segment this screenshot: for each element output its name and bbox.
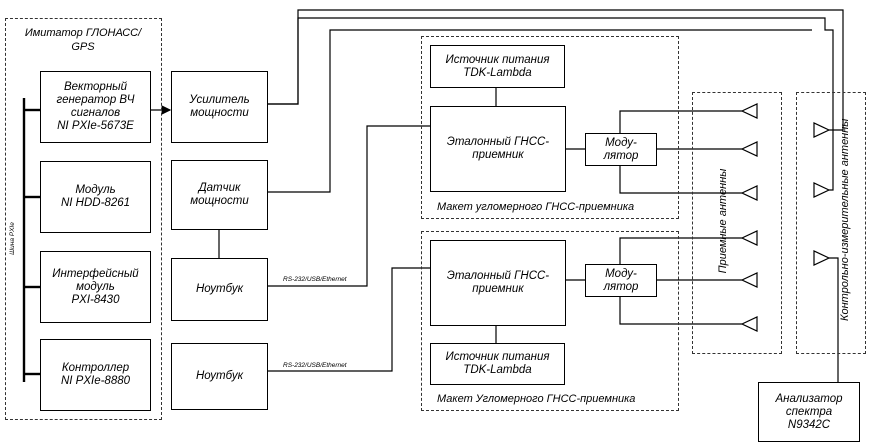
link-label-1: RS-232/USB/Ethernet: [283, 276, 347, 283]
link-label-2: RS-232/USB/Ethernet: [283, 362, 347, 369]
sensor-line: [268, 29, 812, 193]
spectrum-analyzer-block: Анализатор спектра N9342C: [758, 382, 860, 442]
laptop1-to-receiver1-line: [268, 125, 432, 287]
receive-antenna-icon: [740, 230, 758, 246]
receive-antenna-icon: [740, 185, 758, 201]
control-antenna-icon: [813, 122, 831, 138]
modulator-2-block: Моду- лятор: [585, 264, 657, 297]
receive-antennas-container: [692, 92, 782, 354]
control-antenna-icon: [813, 250, 831, 266]
mockup1-container: [421, 36, 679, 219]
simulator-title: Имитатор ГЛОНАСС/ GPS: [24, 27, 142, 53]
receive-antenna-icon: [740, 141, 758, 157]
interface-block: Интерфейсный модуль PXI-8430: [40, 251, 151, 323]
generator-block: Векторный генератор ВЧ сигналов NI PXIe-…: [40, 71, 151, 143]
receive-antenna-icon: [740, 103, 758, 119]
mockup2-caption: Макет Угломерного ГНСС-приемника: [437, 393, 636, 405]
analyzer-line: [829, 257, 839, 382]
receive-antenna-icon: [740, 272, 758, 288]
laptop2-block: Ноутбук: [171, 343, 268, 410]
amp-to-control-antenna-mid: [268, 17, 834, 191]
control-antennas-label: Контрольно-измерительные антенны: [839, 118, 851, 321]
receive-antennas-label: Приемные антенны: [717, 168, 729, 274]
laptop2-to-receiver2-line: [268, 267, 432, 372]
mockup1-caption: Макет угломерного ГНСС-приемника: [437, 201, 635, 213]
controller-block: Контроллер NI PXIe-8880: [40, 339, 151, 411]
amplifier-block: Усилитель мощности: [171, 71, 268, 143]
receiver-2-block: Эталонный ГНСС- приемник: [430, 240, 566, 326]
receiver-1-block: Эталонный ГНСС- приемник: [430, 106, 566, 192]
module-block: Модуль NI HDD-8261: [40, 161, 151, 233]
laptop1-block: Ноутбук: [171, 258, 268, 321]
power-sensor-block: Датчик мощности: [171, 160, 268, 230]
mockup2-container: [421, 231, 679, 411]
bus-label: Шина PXIe: [8, 222, 16, 255]
control-antennas-container: [796, 92, 866, 354]
control-antenna-icon: [813, 182, 831, 198]
modulator-1-block: Моду- лятор: [585, 133, 657, 166]
power-source-2-block: Источник питания TDK-Lambda: [430, 343, 565, 385]
simulator-container: [5, 18, 162, 420]
receive-antenna-icon: [740, 316, 758, 332]
power-source-1-block: Источник питания TDK-Lambda: [430, 45, 565, 88]
